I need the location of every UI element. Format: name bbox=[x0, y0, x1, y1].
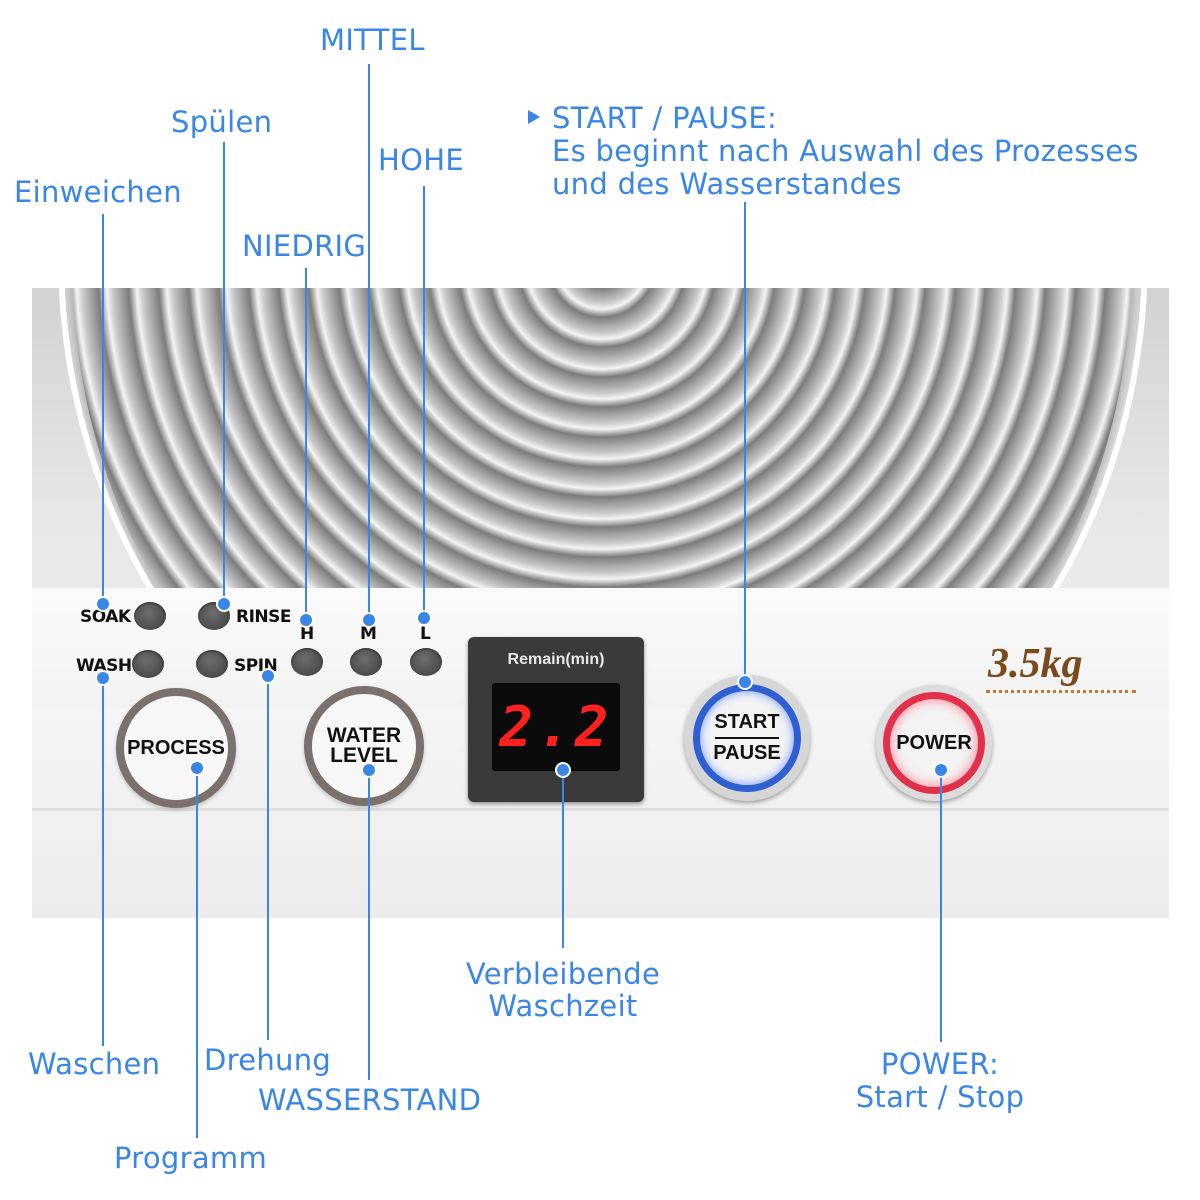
power-callout-title: POWER: bbox=[880, 1047, 1000, 1081]
mittel-dot bbox=[363, 614, 375, 626]
power-button[interactable]: POWER bbox=[876, 685, 992, 801]
start-label: START bbox=[714, 711, 780, 733]
process-button[interactable]: PROCESS bbox=[116, 688, 236, 808]
wasserstand-line bbox=[368, 770, 370, 1080]
triangle-right-icon bbox=[528, 110, 540, 124]
drehung-callout: Drehung bbox=[204, 1043, 332, 1077]
verbleibende-callout-line2: Waschzeit bbox=[488, 989, 638, 1023]
medium-label: M bbox=[360, 624, 377, 644]
remain-min-label: Remain(min) bbox=[507, 651, 605, 668]
power-line bbox=[940, 770, 942, 1042]
waschen-line bbox=[102, 678, 104, 1046]
low-label: L bbox=[420, 624, 431, 644]
programm-dot bbox=[191, 762, 203, 774]
soak-led[interactable] bbox=[134, 602, 166, 630]
spuelen-dot bbox=[218, 598, 230, 610]
high-led[interactable] bbox=[291, 648, 323, 676]
programm-callout: Programm bbox=[114, 1141, 268, 1175]
verbleibende-callout-line1: Verbleibende bbox=[465, 957, 661, 991]
wasserstand-callout: WASSERSTAND bbox=[258, 1083, 482, 1117]
start-pause-callout-line1: Es beginnt nach Auswahl des Prozesses bbox=[552, 134, 1139, 168]
start-pause-button[interactable]: START PAUSE bbox=[684, 675, 810, 801]
start-pause-dot bbox=[739, 676, 751, 688]
einweichen-line bbox=[102, 214, 104, 604]
start-pause-line bbox=[744, 202, 746, 682]
power-callout-desc: Start / Stop bbox=[855, 1080, 1025, 1114]
remaining-time-display: Remain(min) 2.2 bbox=[468, 637, 644, 802]
spuelen-line bbox=[223, 142, 225, 604]
capacity-underline bbox=[986, 690, 1136, 693]
wash-led[interactable] bbox=[132, 650, 164, 678]
wash-label: WASH bbox=[76, 656, 132, 676]
soak-label: SOAK bbox=[80, 607, 131, 627]
water-level-line2: LEVEL bbox=[330, 744, 398, 767]
verbleibende-line bbox=[562, 770, 564, 948]
niedrig-callout: NIEDRIG bbox=[242, 229, 367, 263]
washer-control-panel bbox=[32, 288, 1169, 918]
waschen-callout: Waschen bbox=[28, 1047, 161, 1081]
water-level-line1: WATER bbox=[326, 724, 402, 747]
waschen-dot bbox=[97, 672, 109, 684]
drehung-line bbox=[267, 676, 269, 1040]
water-level-button[interactable]: WATER LEVEL bbox=[304, 686, 424, 806]
start-pause-divider bbox=[715, 737, 779, 739]
pause-label: PAUSE bbox=[713, 742, 781, 764]
mittel-callout: MITTEL bbox=[320, 23, 425, 57]
spin-led[interactable] bbox=[196, 650, 228, 678]
niedrig-line bbox=[305, 268, 307, 620]
power-ring: POWER bbox=[883, 692, 985, 794]
process-button-label: PROCESS bbox=[127, 736, 225, 759]
einweichen-dot bbox=[97, 598, 109, 610]
rinse-label: RINSE bbox=[236, 607, 292, 627]
start-pause-ring: START PAUSE bbox=[693, 684, 801, 792]
verbleibende-dot bbox=[557, 764, 569, 776]
hohe-dot bbox=[418, 612, 430, 624]
programm-line bbox=[196, 768, 198, 1138]
medium-led[interactable] bbox=[350, 648, 382, 676]
remaining-time-digits: 2.2 bbox=[492, 683, 620, 771]
spuelen-callout: Spülen bbox=[171, 105, 273, 139]
power-label: POWER bbox=[896, 731, 972, 754]
start-pause-callout-title: START / PAUSE: bbox=[552, 101, 778, 135]
wasserstand-dot bbox=[363, 764, 375, 776]
hohe-line bbox=[423, 186, 425, 618]
power-dot bbox=[935, 764, 947, 776]
capacity-logo: 3.5kg bbox=[988, 641, 1083, 687]
low-led[interactable] bbox=[410, 648, 442, 676]
start-pause-callout-line2: und des Wasserstandes bbox=[552, 167, 902, 201]
einweichen-callout: Einweichen bbox=[14, 175, 182, 209]
niedrig-dot bbox=[300, 614, 312, 626]
drehung-dot bbox=[262, 670, 274, 682]
mittel-line bbox=[368, 64, 370, 620]
hohe-callout: HOHE bbox=[378, 143, 464, 177]
high-label: H bbox=[300, 624, 314, 644]
